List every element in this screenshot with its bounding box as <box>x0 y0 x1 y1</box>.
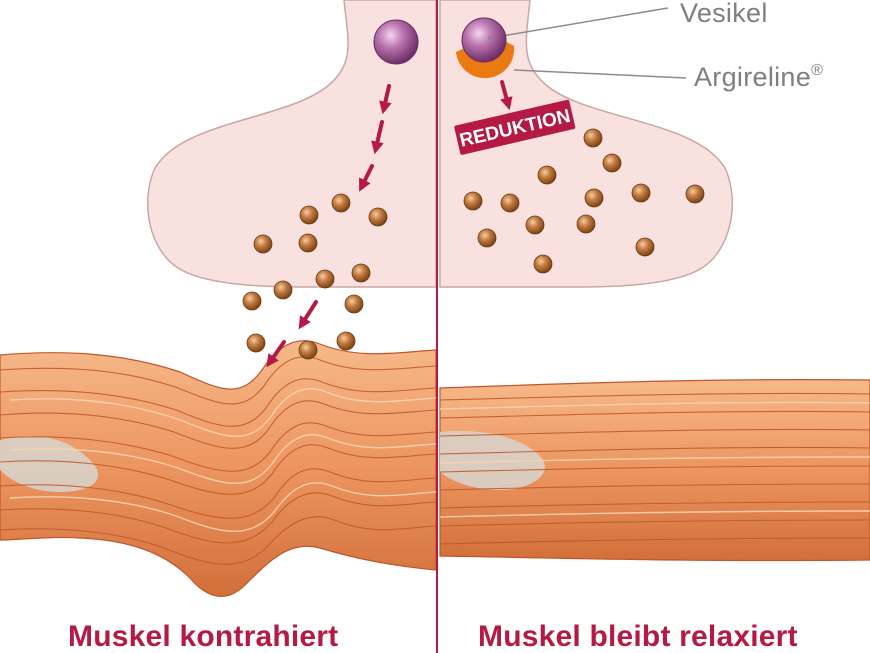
neurotransmitter-icon <box>525 215 545 235</box>
right-caption: Muskel bleibt relaxiert <box>478 622 798 652</box>
arrow-icon <box>500 80 513 111</box>
argireline-leader-line <box>513 69 687 79</box>
muscle-relaxed <box>439 379 870 562</box>
neurotransmitter-icon <box>533 254 553 274</box>
neurotransmitters-right <box>463 128 705 274</box>
neurotransmitter-icon <box>246 333 266 353</box>
vesicle-icon <box>461 17 507 63</box>
registered-mark: ® <box>811 62 824 79</box>
arrow-icon <box>359 164 374 192</box>
neurotransmitter-icon <box>242 291 262 311</box>
argireline-label-text: Argireline <box>694 62 812 92</box>
neurotransmitter-icon <box>583 128 603 148</box>
neurotransmitter-icon <box>336 331 356 351</box>
arrow-icon <box>379 84 392 115</box>
vesicle-label-text: Vesikel <box>680 0 768 28</box>
neurotransmitter-icon <box>351 263 371 283</box>
vesicle-group <box>373 17 507 65</box>
argireline-label: Argireline® <box>694 62 824 92</box>
neurotransmitters-left <box>242 193 388 360</box>
neurotransmitter-icon <box>602 153 622 173</box>
neurotransmitter-icon <box>253 234 273 254</box>
muscle-contracted <box>0 340 436 597</box>
neurotransmitter-icon <box>344 294 364 314</box>
neurotransmitter-icon <box>299 205 319 225</box>
neurotransmitter-icon <box>576 214 596 234</box>
arrow-icon <box>298 300 318 330</box>
neurotransmitter-icon <box>315 269 335 289</box>
neurotransmitter-icon <box>273 280 293 300</box>
left-caption: Muskel kontrahiert <box>68 622 338 652</box>
right-caption-text: Muskel bleibt relaxiert <box>478 620 798 653</box>
neurotransmitter-icon <box>298 233 318 253</box>
neurotransmitter-icon <box>584 188 604 208</box>
vesicle-leader-line <box>489 7 669 39</box>
neurotransmitter-icon <box>477 228 497 248</box>
neurotransmitter-icon <box>463 191 483 211</box>
vesicle-icon <box>373 19 419 65</box>
neurotransmitter-icon <box>631 183 651 203</box>
vesicle-leader-anchor <box>488 36 492 40</box>
neurotransmitter-icon <box>635 237 655 257</box>
neurotransmitter-icon <box>298 340 318 360</box>
nerve-terminal-left <box>147 0 437 288</box>
neurotransmitter-icon <box>331 193 351 213</box>
release-arrows <box>266 80 513 368</box>
arrow-icon <box>266 340 286 368</box>
arrow-icon <box>371 120 384 155</box>
neurotransmitter-icon <box>368 207 388 227</box>
neurotransmitter-icon <box>685 184 705 204</box>
argireline-ring-icon <box>456 40 515 79</box>
neurotransmitter-icon <box>537 165 557 185</box>
vesicle-label: Vesikel <box>680 0 768 27</box>
neurotransmitter-icon <box>500 193 520 213</box>
left-caption-text: Muskel kontrahiert <box>68 620 339 653</box>
